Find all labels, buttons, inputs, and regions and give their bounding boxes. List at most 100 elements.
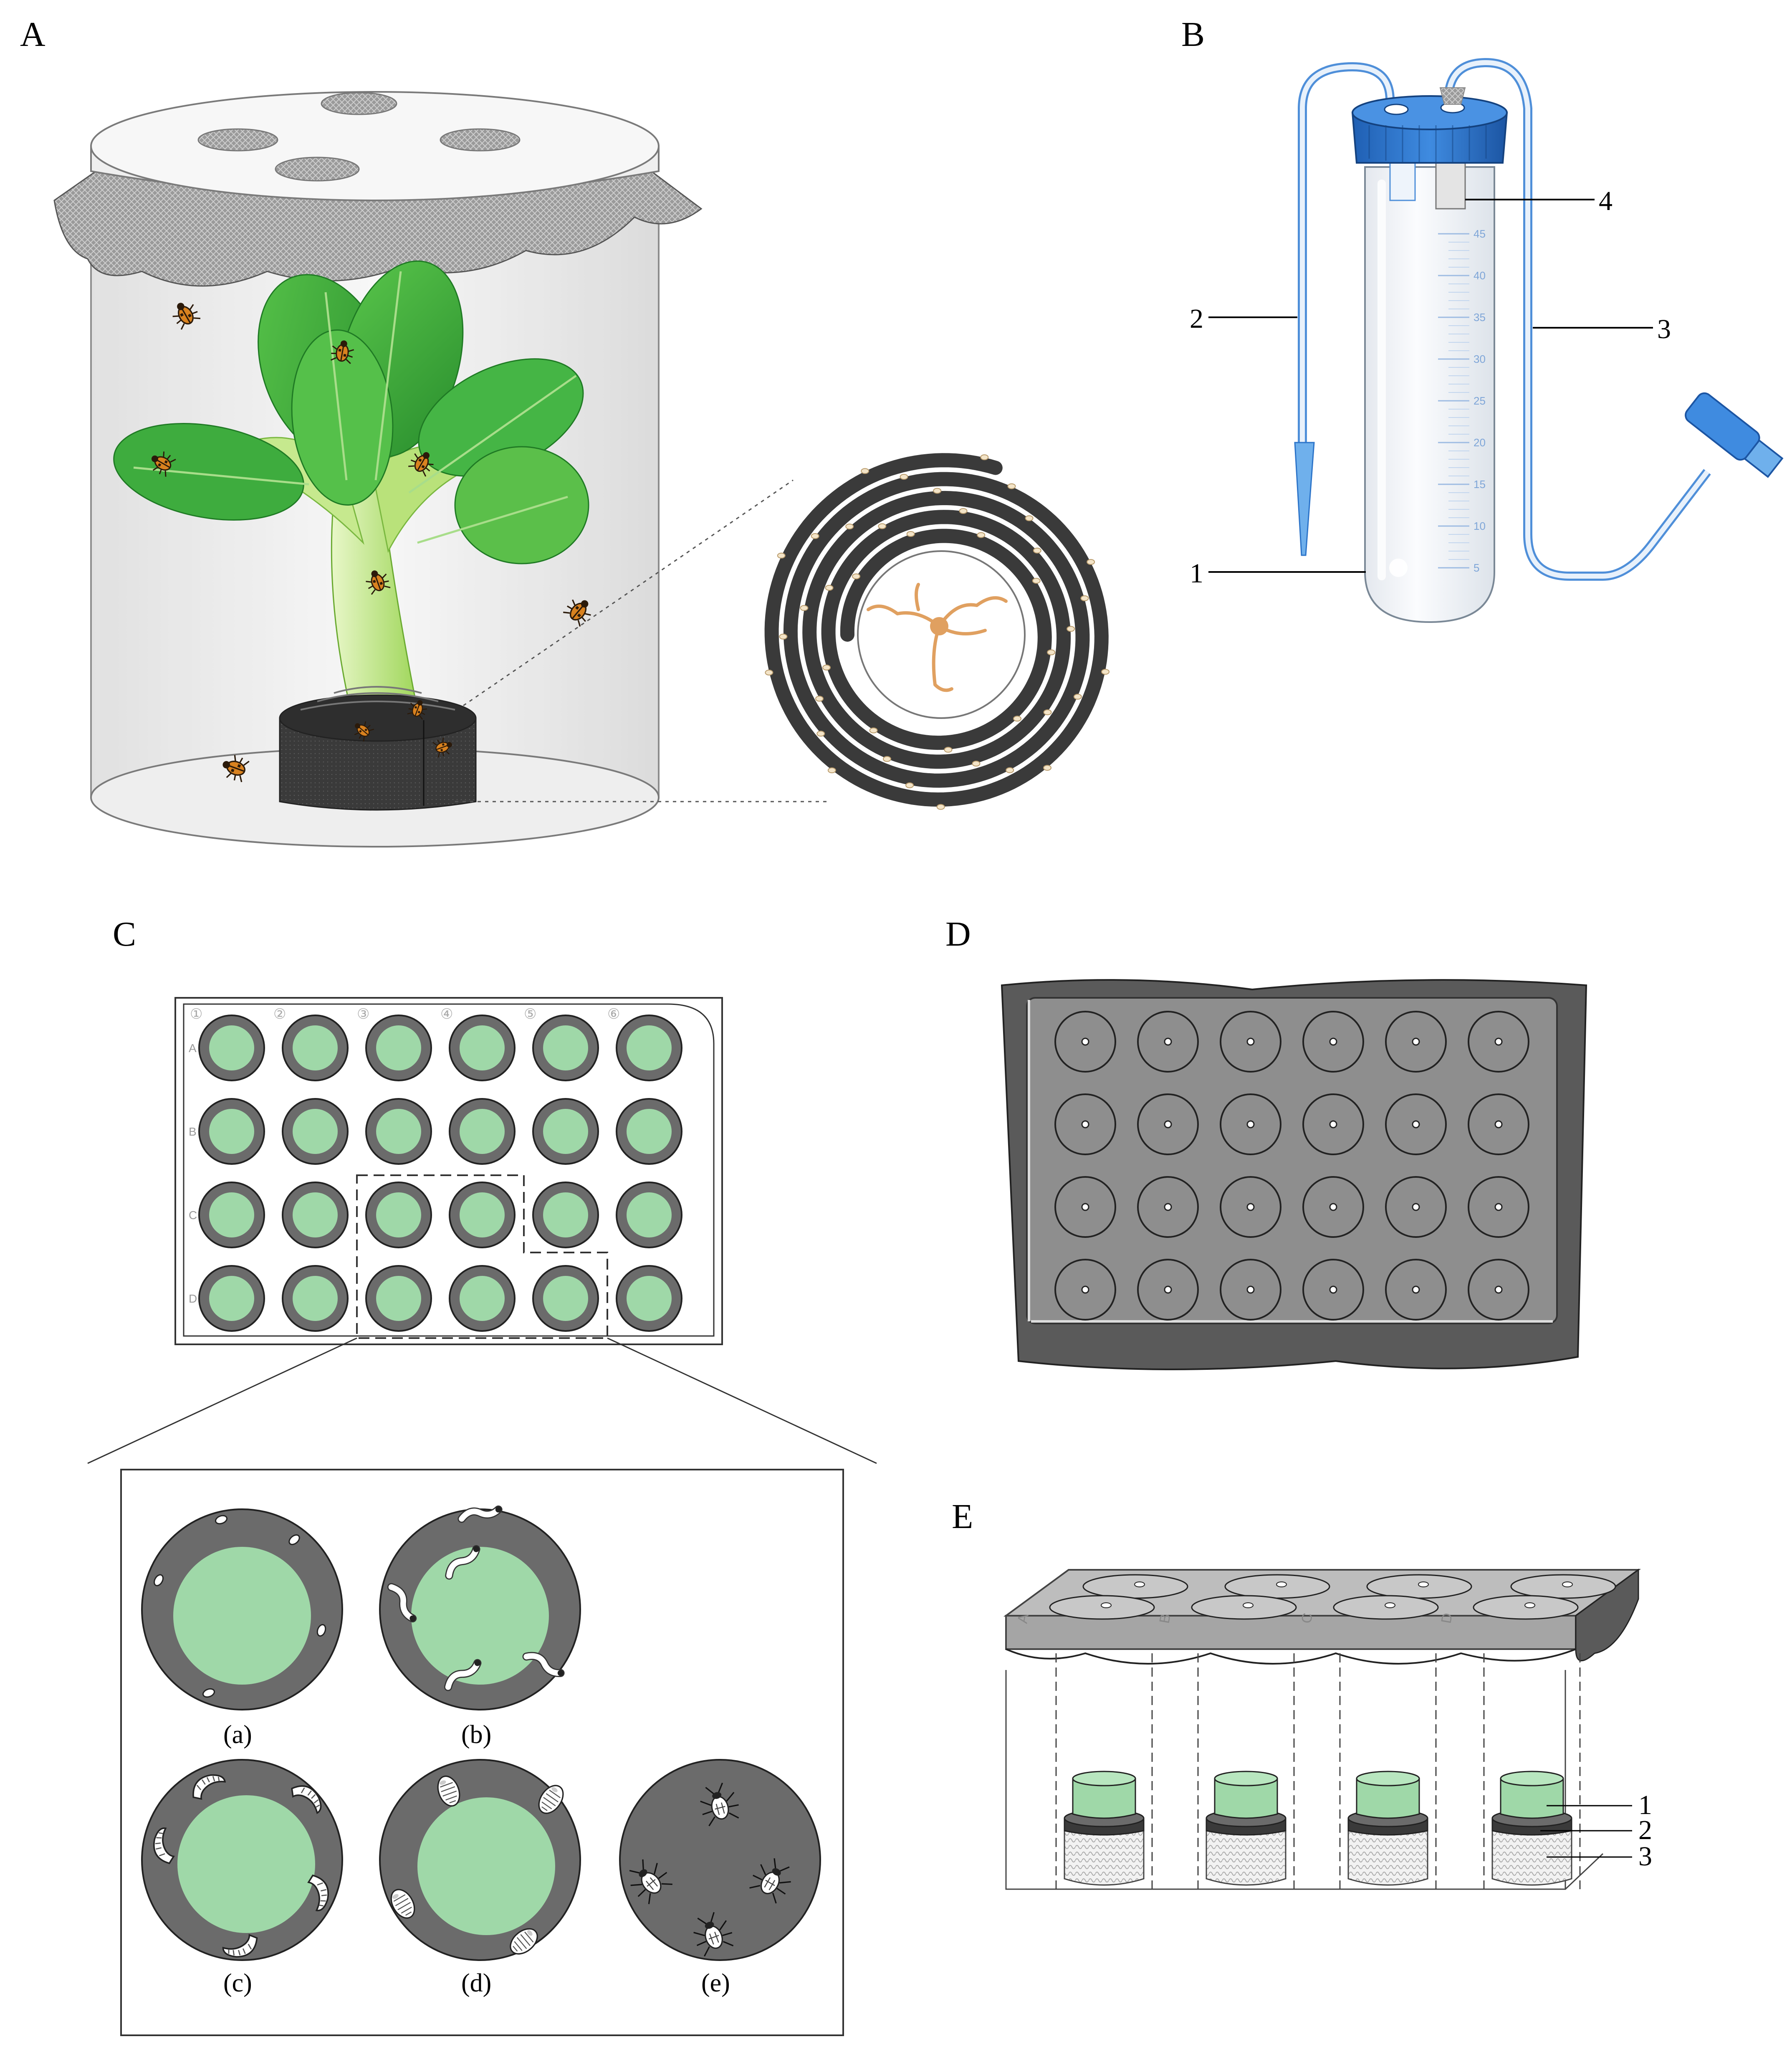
container-box [1005, 1670, 1566, 1890]
graduation-label: 20 [1474, 436, 1486, 449]
graduation-label: 15 [1474, 478, 1486, 491]
egg-icon [1043, 765, 1051, 771]
lid-hole [1137, 1093, 1199, 1155]
plate-well [198, 1098, 265, 1165]
stage-label-c: (c) [223, 1969, 252, 1997]
lid-hole [1510, 1574, 1616, 1599]
stage-d-well [379, 1759, 581, 1961]
stage-label-e: (e) [701, 1969, 730, 1997]
plate-well [198, 1182, 265, 1248]
row-label: A [189, 1042, 197, 1055]
egg-icon [1032, 578, 1041, 584]
lid-hole [1049, 1595, 1155, 1620]
callout-e-3: 3 [1638, 1841, 1652, 1872]
plate-well [282, 1015, 349, 1081]
graduation-label: 45 [1474, 228, 1486, 240]
column-label: ⑥ [607, 1006, 620, 1022]
vent-hole [321, 92, 397, 115]
lid-hole [1385, 1259, 1447, 1321]
panel-a-label: A [20, 15, 45, 54]
egg-icon [900, 474, 908, 480]
lid-hole [1220, 1176, 1281, 1238]
lid-hole [1054, 1259, 1116, 1321]
plate-well [282, 1182, 349, 1248]
graduation-label: 5 [1474, 562, 1479, 574]
lid-hole [1468, 1259, 1529, 1321]
lid-hole [1385, 1011, 1447, 1073]
lid-hole [1220, 1259, 1281, 1321]
centrifuge-tube [1364, 166, 1495, 623]
oviposition-mat [279, 686, 477, 811]
egg-icon [972, 761, 981, 767]
plate-well [532, 1015, 599, 1081]
plate-well [449, 1098, 516, 1165]
egg-icon [869, 727, 878, 734]
panel-d-label: D [945, 915, 971, 954]
lid-hole [1137, 1176, 1199, 1238]
row-label: D [189, 1292, 197, 1305]
lid-hole [1366, 1574, 1472, 1599]
rearing-cage [53, 91, 703, 848]
column-label: ⑤ [524, 1006, 536, 1022]
column-label: ④ [440, 1006, 453, 1022]
callout-1: 1 [1190, 558, 1203, 589]
plate-well [616, 1265, 682, 1332]
egg-icon [827, 767, 836, 774]
foam-plug [1064, 1828, 1145, 1886]
egg-icon [1073, 693, 1082, 700]
egg-icon [1080, 595, 1089, 601]
vent-hole [440, 128, 521, 152]
lid-hole [1302, 1093, 1364, 1155]
zoom-line [463, 479, 794, 706]
lid-hole [1137, 1259, 1199, 1321]
plate-well [282, 1098, 349, 1165]
cage-lid [90, 91, 660, 201]
rearing-columns [1055, 1653, 1581, 1889]
lid-hole [1137, 1011, 1199, 1073]
egg-icon [959, 508, 968, 514]
diet-block [1214, 1778, 1278, 1819]
foam-plug [1347, 1828, 1428, 1886]
tube-cap [1351, 87, 1508, 164]
lid-hole [1302, 1259, 1364, 1321]
lid-hole [1385, 1093, 1447, 1155]
stage-e-well [619, 1759, 821, 1961]
column-label: ② [273, 1006, 286, 1022]
graduation-label: 40 [1474, 269, 1486, 282]
row-label: B [189, 1125, 197, 1138]
foam-plug [1491, 1828, 1572, 1886]
diet-block [1500, 1778, 1564, 1819]
egg-icon [815, 696, 824, 702]
panel-c-label: C [113, 915, 136, 954]
lid-hole [1220, 1093, 1281, 1155]
egg-icon [816, 731, 825, 737]
plate-well [365, 1182, 432, 1248]
plate-well [616, 1015, 682, 1081]
egg-icon [1025, 515, 1034, 521]
egg-icon [1006, 767, 1014, 773]
vent-hole [197, 128, 278, 152]
egg-icon [852, 573, 861, 579]
egg-icon [800, 605, 809, 611]
zoom-line [87, 1337, 357, 1464]
plate-well [449, 1015, 516, 1081]
lid-hole [1385, 1176, 1447, 1238]
zoom-line [607, 1337, 877, 1464]
egg-icon [878, 523, 887, 529]
egg-icon [777, 552, 786, 559]
lid-hole [1333, 1595, 1439, 1620]
graduation-label: 30 [1474, 353, 1486, 365]
diet-block [1072, 1778, 1136, 1819]
egg-icon [936, 804, 945, 810]
egg-icon [944, 746, 953, 753]
lid-hole [1302, 1011, 1364, 1073]
selection-outline [356, 1174, 608, 1339]
egg-icon [822, 664, 831, 671]
stage-a-well [141, 1508, 343, 1710]
pipette-tip [1294, 442, 1315, 556]
egg-icon [1033, 547, 1041, 554]
panel-e-label: E [952, 1497, 973, 1536]
